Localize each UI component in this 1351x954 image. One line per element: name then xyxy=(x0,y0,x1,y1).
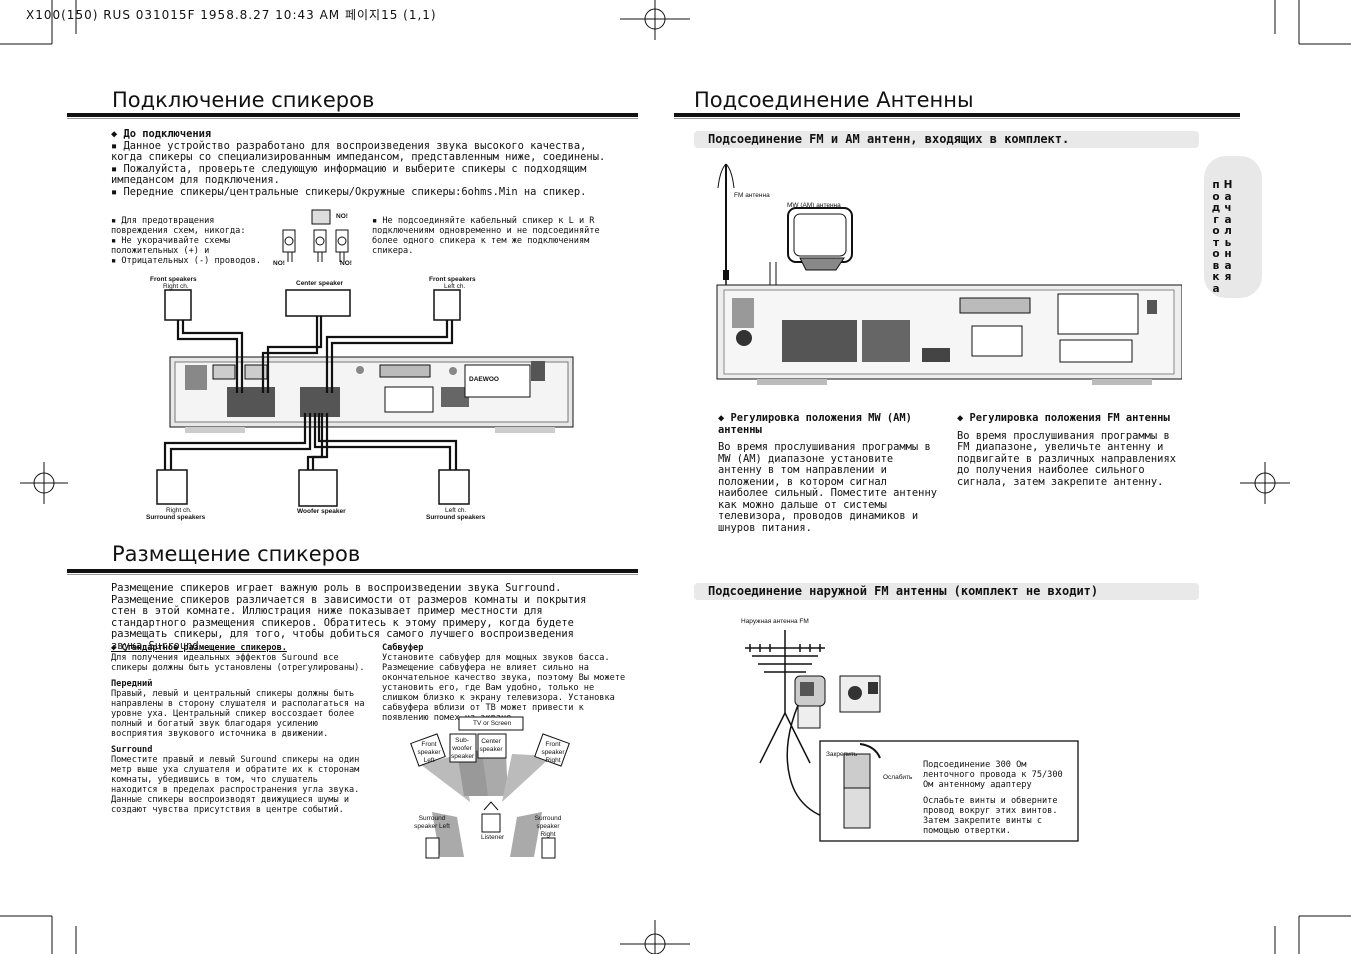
adapter-text-2: Ослабьте винты и обверните провод вокруг… xyxy=(923,796,1058,836)
front-text: Правый, левый и центральный спикеры долж… xyxy=(111,689,365,739)
warning-line: ▪ Для предотвращения повреждения схем, н… xyxy=(111,216,246,236)
before-bullet: ▪ Передние спикеры/центральные спикеры/О… xyxy=(111,185,587,198)
before-bullet: ▪ Данное устройство разработано для восп… xyxy=(111,139,606,163)
label-front-right: Front speakers xyxy=(150,276,197,283)
section-bar-included: Подсоединение FM и AM антенн, входящих в… xyxy=(694,131,1199,148)
right-title-rule xyxy=(674,113,1240,117)
no-label: NO! xyxy=(340,260,352,267)
label-surround-left: Surround speakers xyxy=(426,514,486,521)
section-bar-outdoor: Подсоединение наружной FM антенны (компл… xyxy=(694,583,1199,600)
loosen-label: Ослабить xyxy=(883,774,913,781)
brand-logo: DAEWOO xyxy=(469,376,499,383)
no-label: NO! xyxy=(273,260,285,267)
layout-tv: TV or Screen xyxy=(473,720,512,727)
front-heading: Передний xyxy=(111,679,153,689)
before-bullets: ▪ Данное устройство разработано для восп… xyxy=(111,139,616,199)
mw-adjust-section: ◆ Регулировка положения MW (AM) антенны … xyxy=(718,412,938,534)
label-surround-right: Surround speakers xyxy=(146,514,206,521)
warning-right: ▪ Не подсоединяйте кабельный спикер к L … xyxy=(372,216,600,256)
label-front-right-sub: Right ch. xyxy=(163,283,189,290)
side-tab-col2: подготовка xyxy=(1211,179,1221,295)
label-center: Center speaker xyxy=(296,280,343,287)
adapter-instructions: Подсоединение 300 Ом ленточного провода … xyxy=(923,760,1073,836)
placement-intro: Размещение спикеров играет важную роль в… xyxy=(111,582,587,652)
no-label: NO! xyxy=(336,213,348,220)
warning-line: ▪ Отрицательных (-) проводов. xyxy=(111,256,262,266)
placement-title: Размещение спикеров xyxy=(112,542,361,566)
label-front-left-sub: Left ch. xyxy=(444,283,466,290)
mw-adjust-heading: ◆ Регулировка положения MW (AM) антенны xyxy=(718,412,912,436)
before-connection-section: ◆ До подключения ▪ Данное устройство раз… xyxy=(111,128,616,199)
label-surround-right-sub: Right ch. xyxy=(166,507,192,514)
sub-text: Установите сабвуфер для мощных звуков ба… xyxy=(382,653,626,723)
title-rule xyxy=(67,113,638,117)
subwoofer-column: Сабвуфер Установите сабвуфер для мощных … xyxy=(382,643,632,723)
std-text: Для получения идеальных эффектов Suround… xyxy=(111,653,365,673)
label-surround-left-sub: Left ch. xyxy=(445,507,467,514)
layout-sub: Sub-woofer speaker xyxy=(451,737,475,760)
placement-left-column: ◆ Стандартное размещение спикеров. Для п… xyxy=(111,643,366,815)
before-bullet: ▪ Пожалуйста, проверьте следующую информ… xyxy=(111,162,587,186)
placement-rule-thin xyxy=(67,574,638,575)
warning-line: ▪ Не укорачивайте схемы положительных (+… xyxy=(111,236,230,256)
fm-adjust-section: ◆ Регулировка положения FM антенны Во вр… xyxy=(957,412,1182,488)
sub-heading: Сабвуфер xyxy=(382,643,424,653)
warnings-left: ▪ Для предотвращения повреждения схем, н… xyxy=(111,216,276,266)
layout-front-left: Front speaker Left xyxy=(417,741,441,764)
right-title-rule-thin xyxy=(674,118,1240,119)
layout-center: Center speaker xyxy=(479,738,503,753)
speaker-connection-diagram xyxy=(156,289,574,507)
std-heading: ◆ Стандартное размещение спикеров. xyxy=(111,643,287,653)
left-page-title: Подключение спикеров xyxy=(112,88,375,112)
fm-adjust-text: Во время прослушивания программы в FM ди… xyxy=(957,429,1176,488)
short-circuit-diagram xyxy=(282,209,349,262)
layout-surround-right: Surround speaker Right xyxy=(534,815,562,838)
mw-adjust-text: Во время прослушивания программы в MW (A… xyxy=(718,441,937,534)
outdoor-antenna-diagram xyxy=(745,630,1079,842)
before-heading: ◆ До подключения xyxy=(111,128,212,140)
side-tab xyxy=(1204,156,1262,298)
speaker-layout-diagram xyxy=(410,716,570,859)
layout-front-right: Front speaker Right xyxy=(541,741,565,764)
print-header: X100(150) RUS 031015F 1958.8.27 10:43 AM… xyxy=(26,8,437,22)
adapter-text-1: Подсоединение 300 Ом ленточного провода … xyxy=(923,760,1063,790)
fm-adjust-heading: ◆ Регулировка положения FM антенны xyxy=(957,412,1170,424)
mw-antenna-label: MW (AM) антенна xyxy=(787,202,841,209)
placement-rule xyxy=(67,569,638,573)
label-woofer: Woofer speaker xyxy=(297,508,346,515)
side-tab-col1: Начальная xyxy=(1223,179,1233,283)
tighten-label: Закрепить xyxy=(826,751,858,758)
right-page-title: Подсоединение Антенны xyxy=(694,88,974,112)
label-front-left: Front speakers xyxy=(429,276,476,283)
layout-listener: Listener xyxy=(481,834,505,841)
title-rule-thin xyxy=(67,118,638,119)
surround-text: Поместите правый и левый Suround спикеры… xyxy=(111,755,360,815)
outdoor-antenna-label: Наружная антенна FM xyxy=(741,618,809,625)
antenna-connection-diagram xyxy=(716,163,1182,385)
fm-antenna-label: FM антенна xyxy=(734,192,770,199)
surround-heading: Surround xyxy=(111,745,153,755)
layout-surround-left: Surround speaker Left xyxy=(414,815,450,830)
